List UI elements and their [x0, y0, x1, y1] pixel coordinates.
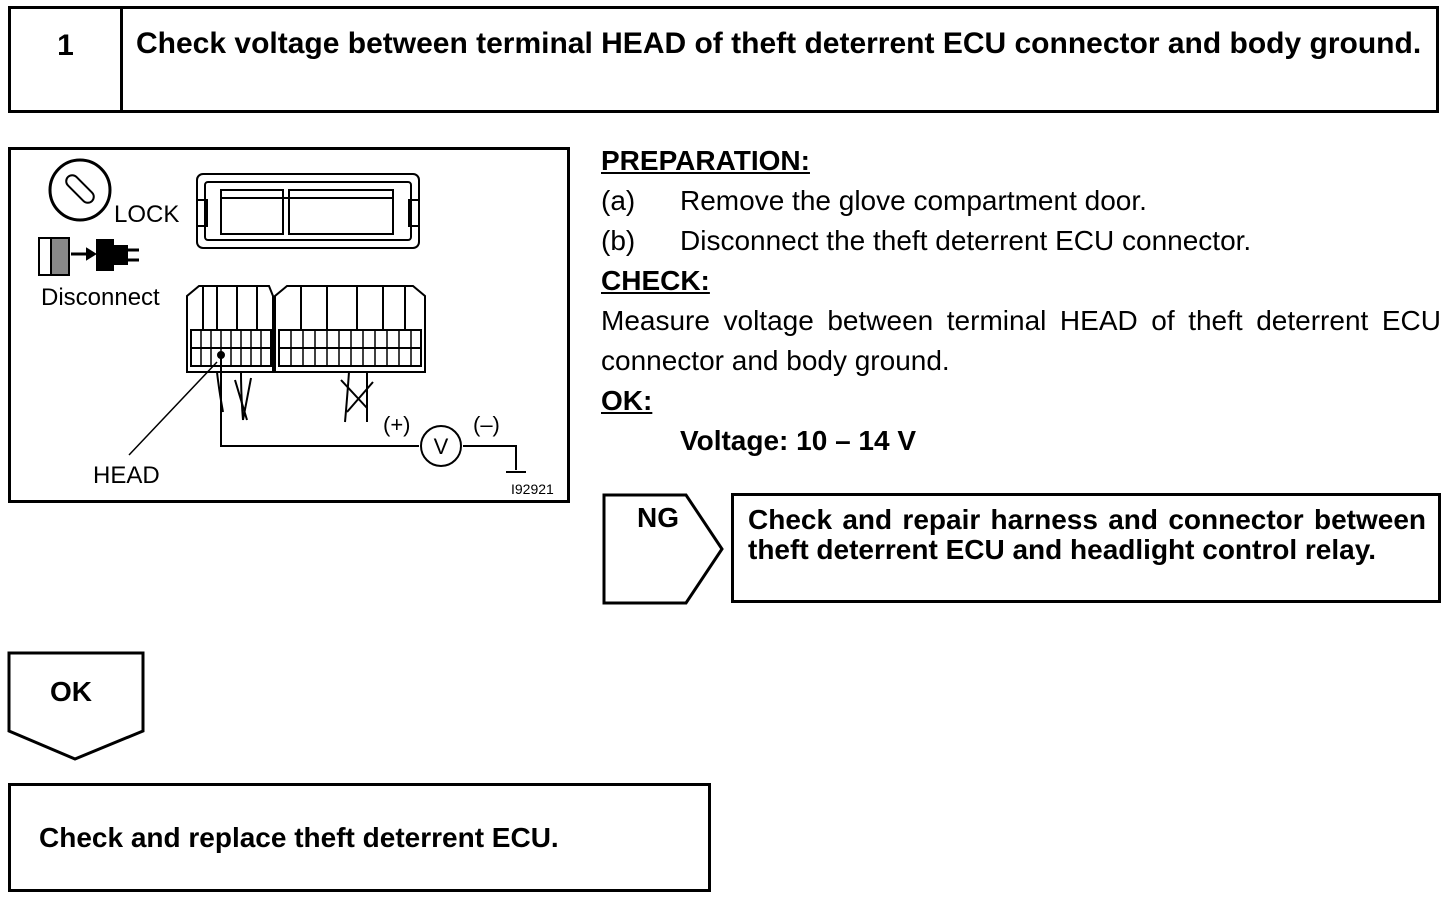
ng-label: NG [637, 502, 679, 533]
ng-arrow-shape [602, 493, 724, 605]
figure-id: I92921 [511, 481, 554, 497]
ok-action-box: Check and replace theft deterrent ECU. [8, 783, 711, 892]
ok-heading: OK: [601, 385, 653, 416]
voltmeter-icon [420, 425, 462, 467]
ng-action-box: Check and repair harness and connector b… [731, 493, 1441, 603]
disconnect-connector-icon [38, 237, 139, 276]
ok-arrow-shape [7, 651, 145, 761]
ignition-lock-icon [48, 158, 112, 222]
ecu-socket [196, 173, 420, 249]
disconnect-label: Disconnect [41, 284, 160, 311]
lock-label: LOCK [114, 201, 179, 228]
prep-step-b-marker: (b) [601, 225, 636, 256]
check-heading: CHECK: [601, 265, 710, 296]
head-label: HEAD [93, 462, 160, 489]
step-title: Check voltage between terminal HEAD of t… [136, 27, 1422, 60]
ok-voltage-spec: Voltage: 10 – 14 V [680, 425, 917, 456]
ok-label: OK [50, 676, 92, 707]
prep-step-b-text: Disconnect the theft deterrent ECU conne… [680, 225, 1252, 256]
step-header: 1 Check voltage between terminal HEAD of… [8, 6, 1439, 113]
plus-label: (+) [383, 412, 411, 437]
connector-diagram: LOCK Disconnect HEAD (+) (–) V I92921 [38, 158, 554, 497]
preparation-heading: PREPARATION: [601, 145, 810, 176]
minus-label: (–) [473, 412, 500, 437]
ecu-harness-connector [186, 285, 426, 423]
meter-label: V [434, 434, 449, 459]
check-instruction: Measure voltage between terminal HEAD of… [601, 305, 1441, 376]
step-number: 1 [11, 9, 123, 110]
wiring-illustration: LOCK Disconnect HEAD (+) (–) V I92921 [8, 147, 570, 503]
prep-step-a-text: Remove the glove compartment door. [680, 185, 1147, 216]
prep-step-a-marker: (a) [601, 185, 636, 216]
test-lead-wiring [128, 351, 526, 473]
